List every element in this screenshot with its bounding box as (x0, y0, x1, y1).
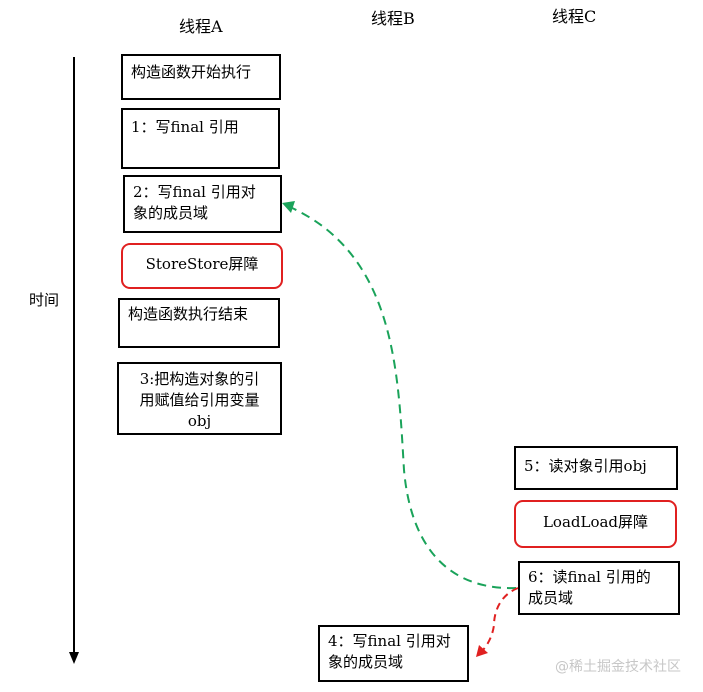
time-axis-arrowhead (69, 652, 79, 664)
box-step6-read-final-field: 6：读final 引用的 成员域 (518, 561, 680, 615)
green-dashed-arrow (289, 206, 517, 590)
box-step5-read-ref: 5：读对象引用obj (514, 446, 678, 490)
time-label: 时间 (29, 291, 60, 309)
box-step2-write-final-field: 2：写final 引用对 象的成员域 (123, 175, 282, 233)
box-step3-assign-ref: 3:把构造对象的引 用赋值给引用变量 obj (117, 362, 282, 435)
box-ctor-start: 构造函数开始执行 (121, 54, 281, 100)
watermark: @稀土掘金技术社区 (555, 659, 681, 675)
red-dashed-arrow (477, 587, 519, 656)
header-thread-a: 线程A (179, 17, 223, 36)
box-storestore-barrier: StoreStore屏障 (121, 243, 283, 289)
box-loadload-barrier: LoadLoad屏障 (514, 500, 677, 548)
red-arrowhead (476, 645, 488, 657)
green-arrowhead (282, 201, 295, 213)
header-thread-b: 线程B (371, 9, 415, 28)
box-ctor-end: 构造函数执行结束 (118, 298, 280, 348)
box-step1-write-final-ref: 1：写final 引用 (121, 108, 280, 169)
box-step4-write-final-field: 4：写final 引用对 象的成员域 (318, 625, 469, 682)
header-thread-c: 线程C (552, 7, 597, 26)
